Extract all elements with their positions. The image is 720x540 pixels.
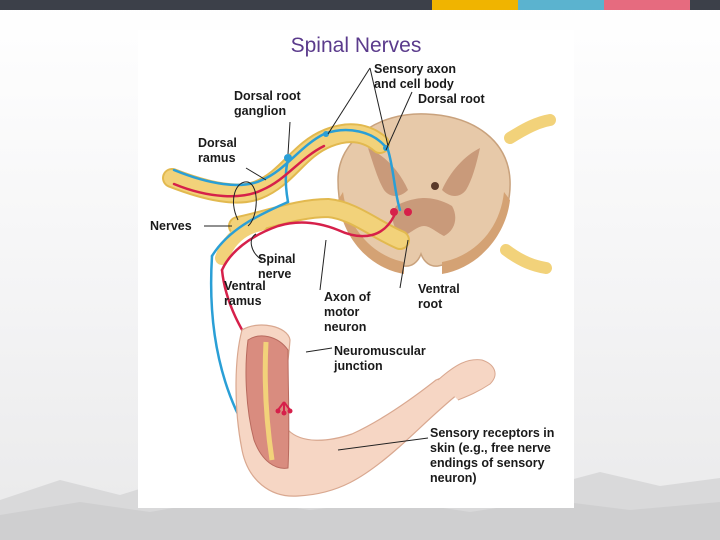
- accent-blue: [518, 0, 604, 10]
- diagram-panel: Spinal Nerves: [138, 30, 574, 508]
- slide-accent-bar: [0, 0, 720, 10]
- sensory-cell-bodies: [284, 131, 389, 162]
- label-sensory-axon: Sensory axon and cell body: [374, 62, 456, 91]
- label-dorsal-ramus: Dorsal ramus: [198, 136, 237, 165]
- accent-dark-end: [690, 0, 720, 10]
- label-nerves: Nerves: [150, 219, 192, 233]
- motor-cell-bodies: [390, 208, 412, 216]
- leader-lines: [204, 67, 429, 451]
- label-dorsal-root: Dorsal root: [418, 92, 485, 106]
- accent-pink: [604, 0, 690, 10]
- accent-yellow: [432, 0, 518, 10]
- spinal-nerves-illustration: [162, 67, 556, 497]
- label-sensory-receptors: Sensory receptors in skin (e.g., free ne…: [430, 426, 555, 485]
- label-ventral-root: Ventral root: [418, 282, 460, 311]
- arm-illustration: [235, 324, 496, 497]
- neuromuscular-junction: [277, 401, 291, 412]
- label-dorsal-root-ganglion: Dorsal root ganglion: [234, 89, 301, 118]
- label-axon-motor-neuron: Axon of motor neuron: [324, 290, 371, 334]
- label-neuromuscular-junction: Neuromuscular junction: [334, 344, 426, 373]
- label-spinal-nerve: Spinal nerve: [258, 252, 296, 281]
- accent-dark: [0, 0, 432, 10]
- label-ventral-ramus: Ventral ramus: [224, 279, 266, 308]
- diagram-title: Spinal Nerves: [290, 34, 422, 57]
